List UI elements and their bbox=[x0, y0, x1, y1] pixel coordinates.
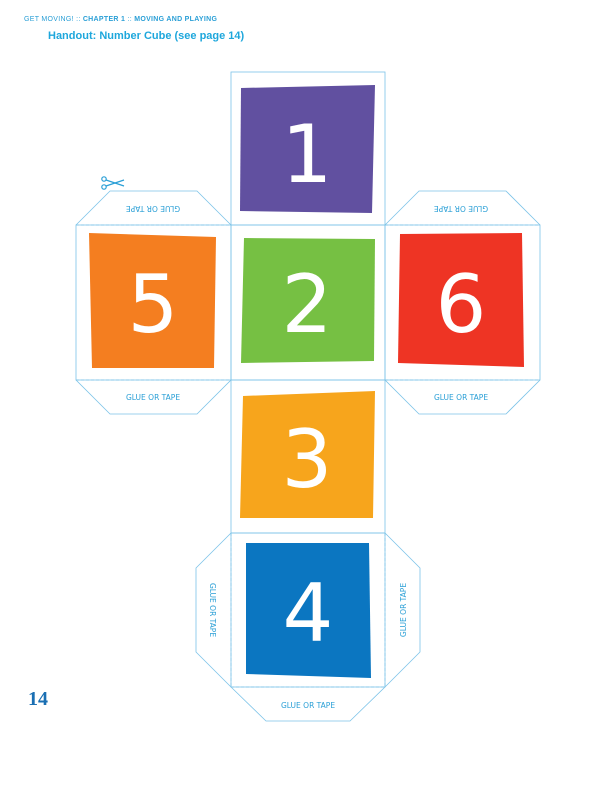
glue-label-bottom-right: GLUE OR TAPE bbox=[399, 583, 408, 637]
face-1: 1 bbox=[240, 85, 375, 213]
header-series: GET MOVING! bbox=[24, 16, 74, 23]
face-1-number: 1 bbox=[282, 108, 333, 201]
face-3: 3 bbox=[240, 391, 375, 518]
header-chapter: CHAPTER 1 bbox=[82, 16, 126, 23]
glue-label-bottom-left: GLUE OR TAPE bbox=[208, 583, 217, 637]
glue-tab-left-bottom bbox=[75, 379, 232, 415]
running-header: GET MOVING! :: CHAPTER 1 :: MOVING AND P… bbox=[24, 16, 217, 23]
face-6-square bbox=[398, 233, 524, 367]
face-2-square bbox=[241, 238, 375, 363]
face-3-number: 3 bbox=[282, 413, 333, 506]
face-5: 5 bbox=[89, 233, 216, 368]
face-6: 6 bbox=[398, 233, 524, 367]
face-3-square bbox=[240, 391, 375, 518]
glue-label-right-bottom: GLUE OR TAPE bbox=[434, 393, 488, 402]
glue-tab-bottom-left bbox=[195, 532, 232, 688]
face-5-number: 5 bbox=[128, 258, 179, 351]
glue-tab-right-bottom bbox=[384, 379, 541, 415]
handout-title: Handout: Number Cube (see page 14) bbox=[48, 30, 245, 42]
header-separator: :: bbox=[73, 16, 83, 23]
face-5-square bbox=[89, 233, 216, 368]
glue-tab-right-top bbox=[384, 190, 541, 226]
glue-label-left-bottom: GLUE OR TAPE bbox=[126, 393, 180, 402]
glue-tab-bottom-right bbox=[384, 532, 421, 688]
face-4-number: 4 bbox=[283, 567, 334, 660]
header-separator: :: bbox=[125, 16, 135, 23]
glue-tab-bottom bbox=[230, 686, 386, 722]
scissors-icon bbox=[101, 176, 125, 190]
face-1-square bbox=[240, 85, 375, 213]
face-2: 2 bbox=[241, 238, 375, 363]
face-4: 4 bbox=[246, 543, 371, 678]
face-6-number: 6 bbox=[436, 258, 487, 351]
glue-label-bottom: GLUE OR TAPE bbox=[281, 701, 335, 710]
glue-label-left-top: GLUE OR TAPE bbox=[126, 204, 180, 213]
face-4-square bbox=[246, 543, 371, 678]
glue-label-right-top: GLUE OR TAPE bbox=[434, 204, 488, 213]
header-section: MOVING AND PLAYING bbox=[134, 16, 218, 23]
page-number: 14 bbox=[28, 688, 48, 710]
glue-tab-left-top bbox=[75, 190, 232, 226]
face-2-number: 2 bbox=[282, 258, 333, 351]
